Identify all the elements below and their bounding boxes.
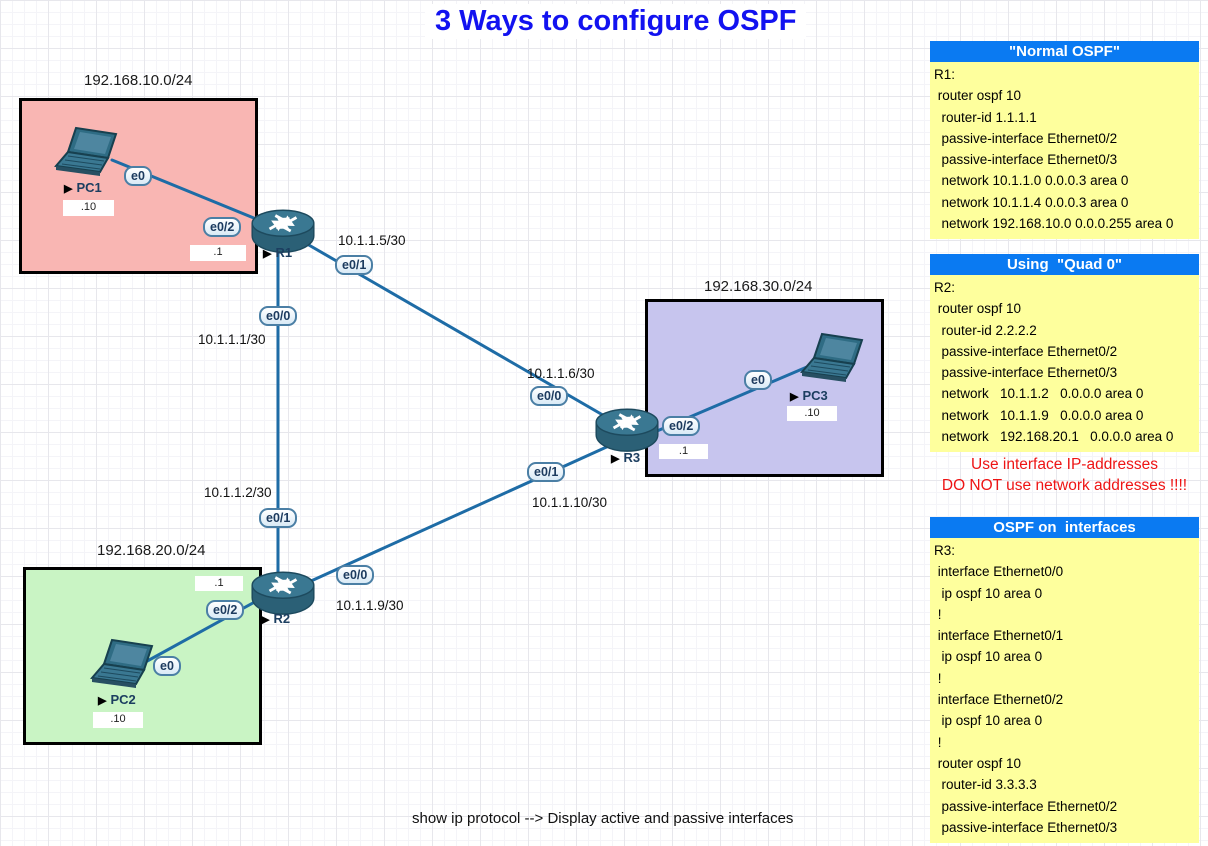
r3-status-triangle-icon: ▶ bbox=[611, 453, 620, 465]
pc3-ip-octet-chip: .10 bbox=[787, 406, 837, 421]
lan10-subnet-label: 192.168.10.0/24 bbox=[84, 72, 193, 89]
badge-pc2-e0: e0 bbox=[153, 656, 181, 676]
badge-r3-e0-2: e0/2 bbox=[662, 416, 701, 436]
badge-r1-e0-2: e0/2 bbox=[203, 217, 242, 237]
pc3-status-triangle-icon: ▶ bbox=[790, 391, 799, 403]
lan30-subnet-label: 192.168.30.0/24 bbox=[704, 278, 813, 295]
r2-ip-octet-chip: .1 bbox=[195, 576, 243, 591]
pc1-label: ▶PC1 bbox=[64, 180, 102, 195]
badge-r2-e0-1: e0/1 bbox=[259, 508, 298, 528]
note-ospf-on-interfaces: OSPF on interfaces R3: interface Etherne… bbox=[930, 517, 1199, 844]
badge-r2-e0-2: e0/2 bbox=[206, 600, 245, 620]
pc1-ip-octet-chip: .10 bbox=[63, 200, 114, 216]
router-r1-label: ▶R1 bbox=[263, 245, 293, 260]
badge-r3-e0-0: e0/0 bbox=[530, 386, 569, 406]
footer-note: show ip protocol --> Display active and … bbox=[412, 810, 794, 827]
link-r2-r3[interactable] bbox=[298, 438, 624, 588]
note-quad0-warning: Use interface IP-addresses DO NOT use ne… bbox=[941, 456, 1188, 495]
pc2-label: ▶PC2 bbox=[98, 692, 136, 707]
badge-r2-e0-0: e0/0 bbox=[336, 565, 375, 585]
lan20-subnet-label: 192.168.20.0/24 bbox=[97, 542, 206, 559]
ip-label-r2-side-r2r3: 10.1.1.9/30 bbox=[336, 598, 404, 613]
r2-status-triangle-icon: ▶ bbox=[261, 614, 270, 626]
note-normal-ospf: "Normal OSPF" R1: router ospf 10 router-… bbox=[930, 41, 1199, 240]
pc3-label: ▶PC3 bbox=[790, 388, 828, 403]
r1-status-triangle-icon: ▶ bbox=[263, 248, 272, 260]
ip-label-r3-side-r1r3: 10.1.1.6/30 bbox=[527, 366, 595, 381]
note-ospf-on-interfaces-body: R3: interface Ethernet0/0 ip ospf 10 are… bbox=[930, 538, 1199, 844]
note-quad0-title: Using "Quad 0" bbox=[930, 254, 1199, 275]
r3-ip-octet-chip: .1 bbox=[659, 444, 708, 459]
pc2-ip-octet-chip: .10 bbox=[93, 712, 143, 728]
note-normal-ospf-title: "Normal OSPF" bbox=[930, 41, 1199, 62]
router-r2-label: ▶R2 bbox=[261, 611, 291, 626]
badge-pc3-e0: e0 bbox=[744, 370, 772, 390]
badge-r1-e0-1: e0/1 bbox=[335, 255, 374, 275]
pc2-laptop-icon[interactable] bbox=[84, 638, 160, 696]
ip-label-r3-side-r2r3: 10.1.1.10/30 bbox=[532, 495, 608, 510]
router-r3-icon[interactable] bbox=[590, 403, 664, 455]
note-quad0-body: R2: router ospf 10 router-id 2.2.2.2 pas… bbox=[930, 275, 1199, 453]
ip-label-r2-side-r1r2: 10.1.1.2/30 bbox=[204, 485, 272, 500]
router-r3-label: ▶R3 bbox=[611, 450, 641, 465]
r1-ip-octet-chip: .1 bbox=[190, 245, 246, 261]
pc1-status-triangle-icon: ▶ bbox=[64, 183, 73, 195]
pc3-laptop-icon[interactable] bbox=[794, 332, 870, 390]
note-normal-ospf-body: R1: router ospf 10 router-id 1.1.1.1 pas… bbox=[930, 62, 1199, 240]
ip-label-r1-side-r1r2: 10.1.1.1/30 bbox=[198, 332, 266, 347]
lan10-box bbox=[19, 98, 258, 274]
badge-r3-e0-1: e0/1 bbox=[527, 462, 566, 482]
note-quad0: Using "Quad 0" R2: router ospf 10 router… bbox=[930, 254, 1199, 496]
badge-pc1-e0: e0 bbox=[124, 166, 152, 186]
badge-r1-e0-0: e0/0 bbox=[259, 306, 298, 326]
note-ospf-on-interfaces-title: OSPF on interfaces bbox=[930, 517, 1199, 538]
page-title: 3 Ways to configure OSPF bbox=[425, 4, 807, 39]
pc2-status-triangle-icon: ▶ bbox=[98, 695, 107, 707]
pc1-laptop-icon[interactable] bbox=[48, 126, 124, 184]
ip-label-r1-side-r1r3: 10.1.1.5/30 bbox=[338, 233, 406, 248]
